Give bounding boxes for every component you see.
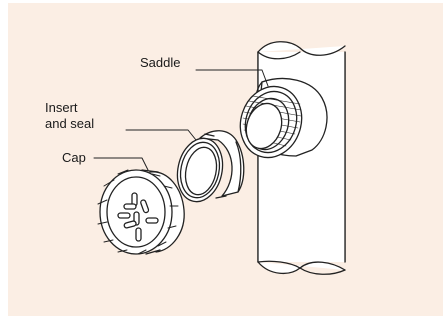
insert-label-line2: and seal <box>45 116 94 132</box>
insert-seal-ring-icon <box>172 131 244 206</box>
insert-leader-line <box>126 130 196 140</box>
saddle-leader-line <box>196 70 268 86</box>
cap-icon <box>98 170 184 254</box>
saddle-label: Saddle <box>140 55 180 71</box>
cap-label: Cap <box>62 150 86 166</box>
insert-label-line1: Insert <box>45 100 78 116</box>
cap-leader-line <box>94 158 148 170</box>
